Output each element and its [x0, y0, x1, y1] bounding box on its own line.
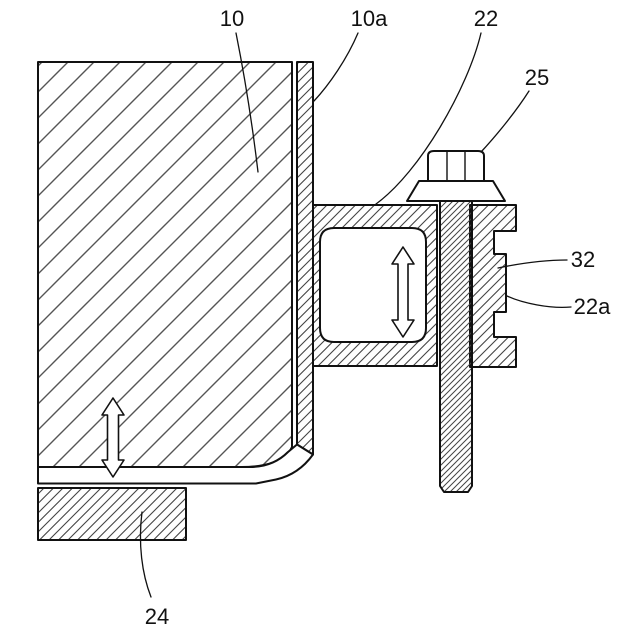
member-24-section: [37, 487, 187, 541]
label-22: 22: [474, 6, 498, 31]
leader-line-10: [235, 32, 259, 173]
label-24: 24: [145, 604, 169, 629]
label-10a: 10a: [351, 6, 388, 31]
leader-line-22: [375, 32, 482, 205]
movement-double-arrow-left: [101, 397, 125, 478]
panel-10-section: [37, 61, 293, 468]
lower-plate-profile: [37, 443, 314, 485]
leader-line-10a: [313, 32, 359, 102]
bolt-flange-washer: [406, 180, 506, 202]
label-10: 10: [220, 6, 244, 31]
bolt-head: [427, 150, 485, 182]
leader-line-32: [497, 259, 568, 269]
bolt-threaded-shaft: [439, 200, 473, 493]
movement-double-arrow-window: [391, 246, 415, 338]
leader-line-25: [480, 90, 530, 153]
leader-line-24: [139, 511, 152, 598]
bracket-22-section: [312, 204, 438, 367]
label-32: 32: [571, 247, 595, 272]
label-22a: 22a: [574, 294, 611, 319]
leader-line-22a: [506, 295, 572, 309]
bolt-head-facets: [446, 151, 466, 181]
flange-10a-section: [296, 61, 314, 456]
label-25: 25: [525, 65, 549, 90]
bracket-end-22a-section: [469, 204, 517, 368]
